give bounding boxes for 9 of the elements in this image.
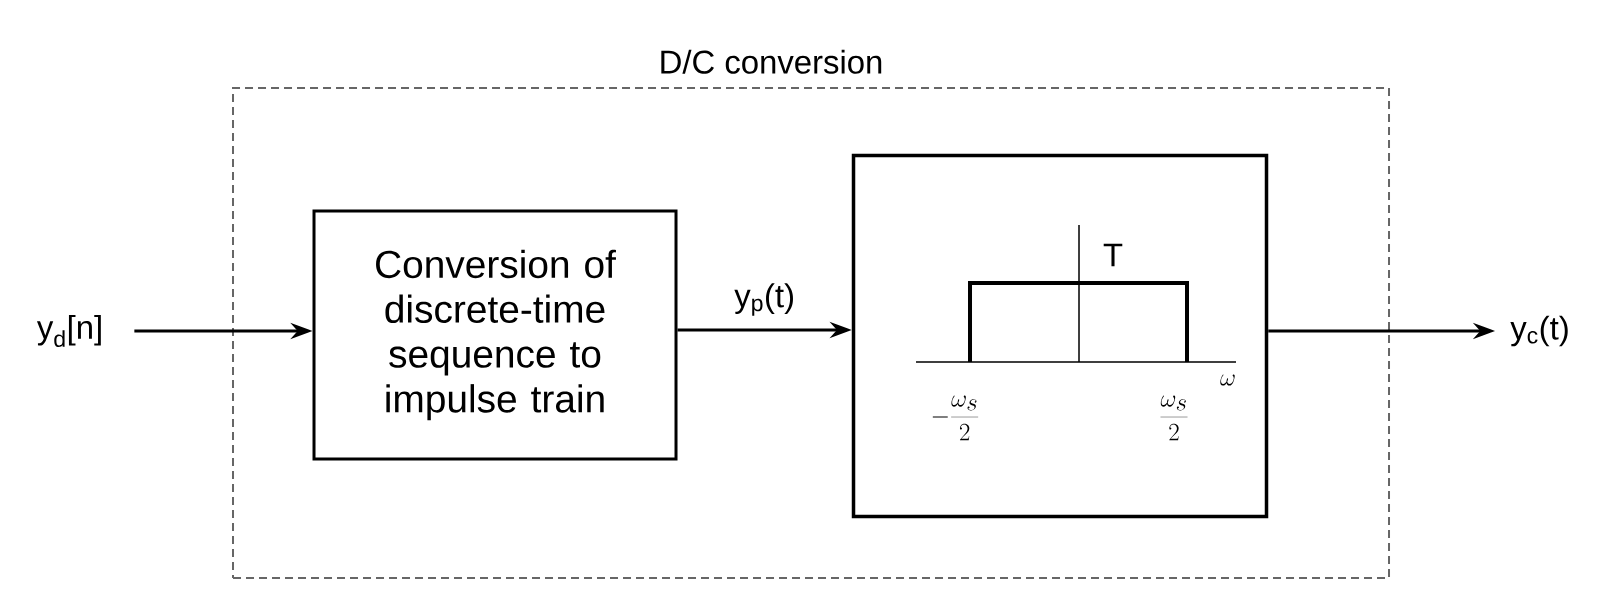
edge-label: y$_{p}$(t) [732,281,797,318]
gain-label: T [1103,243,1123,267]
cutoff-label: $\frac{\omega_s}{2}$ [1160,395,1188,441]
process-box: Conversion of discrete-time sequence to impulse train [312,209,678,461]
frame-title: D/C conversion [661,49,882,74]
input-signal-label: y$_{d}$[n] [36,314,101,348]
axis-label: $\omega$ [1220,374,1235,386]
cutoff-label: $-\frac{\omega_s}{2}$ [932,395,979,441]
output-signal-label: y$_{c}$(t) [1510,315,1568,347]
